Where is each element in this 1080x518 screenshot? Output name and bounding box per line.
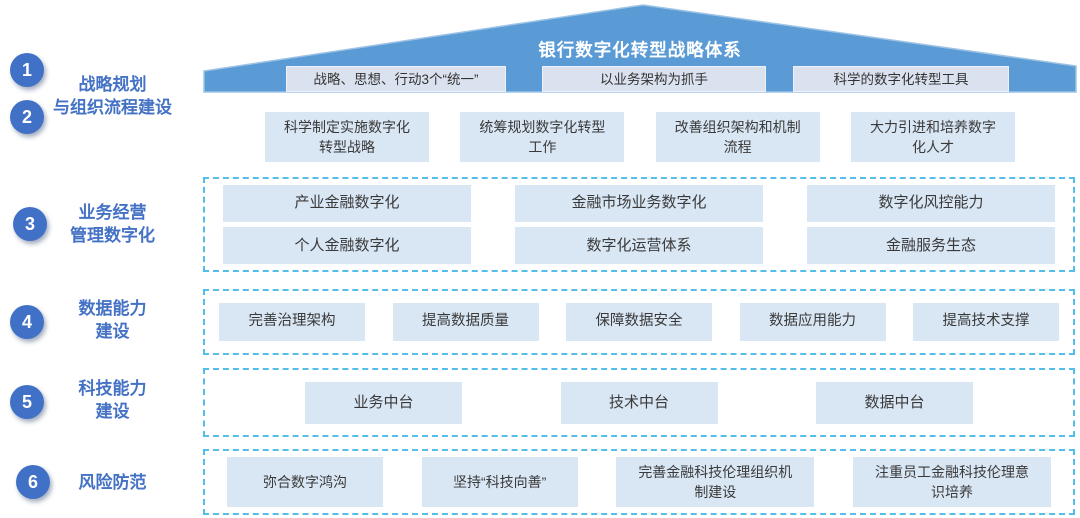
item-box: 完善治理架构 xyxy=(219,303,365,341)
item-box: 个人金融数字化 xyxy=(223,227,471,265)
number-badge-3: 3 xyxy=(13,207,47,241)
item-box: 大力引进和培养数字化人才 xyxy=(850,112,1015,162)
roof-pillar-unity: 战略、思想、行动3个“统一” xyxy=(286,66,506,92)
item-box: 产业金融数字化 xyxy=(223,184,471,222)
item-box: 注重员工金融科技伦理意识培养 xyxy=(852,457,1051,507)
number-badge-6: 6 xyxy=(16,465,50,499)
section-label-line: 与组织流程建设 xyxy=(53,97,172,117)
section-group-risk: 弥合数字鸿沟 坚持“科技向善” 完善金融科技伦理组织机制建设 注重员工金融科技伦… xyxy=(203,449,1075,515)
roof-banner: 银行数字化转型战略体系 战略、思想、行动3个“统一” 以业务架构为抓手 科学的数… xyxy=(203,4,1077,94)
diagram-title: 银行数字化转型战略体系 xyxy=(538,40,742,60)
roof-pillar-architecture: 以业务架构为抓手 xyxy=(542,66,766,92)
section-group-data: 完善治理架构 提高数据质量 保障数据安全 数据应用能力 提高技术支撑 xyxy=(203,289,1075,355)
section-label-line: 战略规划 xyxy=(78,75,147,94)
section-label-line: 科技能力 xyxy=(78,379,147,398)
item-box: 金融服务生态 xyxy=(807,227,1055,265)
section-label-risk: 风险防范 xyxy=(25,472,200,495)
item-box: 改善组织架构和机制流程 xyxy=(655,112,820,162)
item-box: 统筹规划数字化转型工作 xyxy=(460,112,625,162)
item-box: 提高技术支撑 xyxy=(913,303,1059,341)
section-label-tech: 科技能力 建设 xyxy=(25,378,200,424)
section-label-line: 风险防范 xyxy=(78,473,147,492)
item-box: 金融市场业务数字化 xyxy=(515,184,763,222)
item-box: 技术中台 xyxy=(560,381,718,424)
section-group-tech: 业务中台 技术中台 数据中台 xyxy=(203,368,1075,437)
section-label-line: 业务经营 xyxy=(78,203,147,222)
item-box: 数字化风控能力 xyxy=(807,184,1055,222)
section-label-data: 数据能力 建设 xyxy=(25,298,200,344)
business-row-2: 个人金融数字化 数字化运营体系 金融服务生态 xyxy=(205,227,1073,265)
roof-pillar-tools: 科学的数字化转型工具 xyxy=(793,66,1009,92)
section-label-business: 业务经营 管理数字化 xyxy=(25,202,200,248)
item-box: 保障数据安全 xyxy=(566,303,712,341)
number-badge-2: 2 xyxy=(10,100,44,134)
item-box: 完善金融科技伦理组织机制建设 xyxy=(616,457,815,507)
section-label-strategy: 战略规划 与组织流程建设 xyxy=(25,74,200,120)
section-label-line: 建设 xyxy=(95,401,130,421)
item-box: 数字化运营体系 xyxy=(515,227,763,265)
item-box: 数据中台 xyxy=(816,381,973,424)
item-box: 坚持“科技向善” xyxy=(421,457,578,507)
item-box: 业务中台 xyxy=(305,381,462,424)
item-box: 数据应用能力 xyxy=(739,303,886,341)
number-badge-1: 1 xyxy=(10,53,44,87)
number-badge-5: 5 xyxy=(10,385,44,419)
section-label-line: 数据能力 xyxy=(78,299,147,318)
item-box: 科学制定实施数字化转型战略 xyxy=(265,112,429,162)
section-label-line: 管理数字化 xyxy=(70,225,155,245)
business-row-1: 产业金融数字化 金融市场业务数字化 数字化风控能力 xyxy=(205,184,1073,222)
number-badge-4: 4 xyxy=(10,305,44,339)
section-label-line: 建设 xyxy=(95,321,130,341)
item-box: 弥合数字鸿沟 xyxy=(227,457,383,507)
section-group-business: 产业金融数字化 金融市场业务数字化 数字化风控能力 个人金融数字化 数字化运营体… xyxy=(203,177,1075,272)
strategy-items-row: 科学制定实施数字化转型战略 统筹规划数字化转型工作 改善组织架构和机制流程 大力… xyxy=(203,112,1077,162)
item-box: 提高数据质量 xyxy=(392,303,539,341)
